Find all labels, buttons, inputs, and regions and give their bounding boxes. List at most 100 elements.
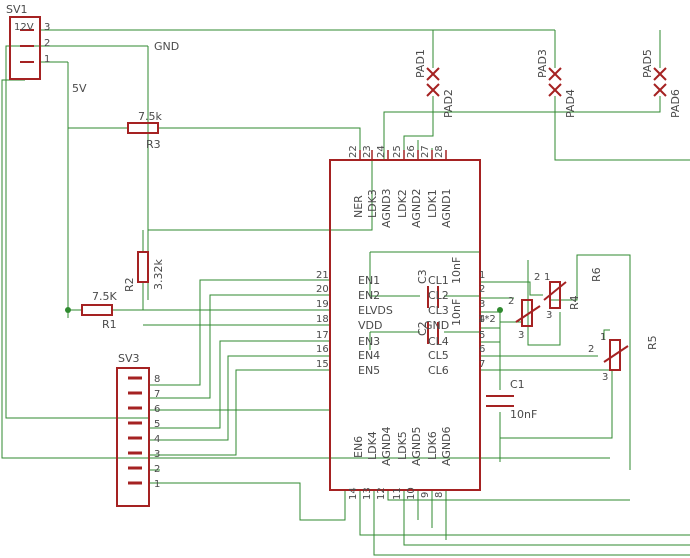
ic-name-gnd: GND <box>424 319 449 332</box>
pad6-label: PAD6 <box>669 89 682 118</box>
ic-name-en4: EN4 <box>358 349 380 362</box>
ic-pin-note: 1*2 <box>478 314 496 325</box>
c2-value: 10nF <box>450 299 463 326</box>
ic-pin-22: 22 <box>348 145 359 158</box>
ic-name-ldk5: LDK5 <box>396 431 409 460</box>
sv3-pin-4: 4 <box>154 434 160 445</box>
ic-pin-19: 19 <box>316 299 329 310</box>
trimpot-r6: 2 3 R6 <box>508 267 603 341</box>
ic-pin-16: 16 <box>316 344 329 355</box>
ic-name-cl1: CL1 <box>428 274 449 287</box>
ic-pin-12: 12 <box>376 487 387 500</box>
trimpot-r4: 1 2 3 R4 <box>534 272 581 321</box>
sv3-pin-7: 7 <box>154 389 160 400</box>
ic-name-vdd: VDD <box>358 319 382 332</box>
r6-pin-3: 3 <box>518 330 524 341</box>
5v-net-label: 5V <box>72 82 87 95</box>
r1-value: 7.5K <box>92 290 117 303</box>
r5-pin-1: 1 <box>600 332 606 343</box>
ic-pin-26: 26 <box>406 145 417 158</box>
ic-pin-1: 1 <box>479 270 485 281</box>
c1-value: 10nF <box>510 408 537 421</box>
r4-pin-2: 2 <box>534 272 540 283</box>
c3-name: C3 <box>416 269 429 284</box>
ic-top-pin-names: NER LDK3 AGND3 LDK2 AGND2 LDK1 AGND1 <box>352 188 453 228</box>
ic-pin-8: 8 <box>434 492 445 498</box>
capacitor-c3: C3 10nF <box>416 257 463 308</box>
r2-name: R2 <box>123 277 136 292</box>
ic-bottom-pin-names: EN6 LDK4 AGND4 LDK5 AGND5 LDK6 AGND6 <box>352 426 453 466</box>
capacitor-c2: C2 10nF <box>416 299 463 344</box>
ic-pin-7: 7 <box>479 359 485 370</box>
ic-pin-3: 3 <box>479 299 485 310</box>
ic-name-en3: EN3 <box>358 335 380 348</box>
r5-pin-2: 2 <box>588 344 594 355</box>
ic-name-en6: EN6 <box>352 436 365 458</box>
sv1-pin-3: 3 <box>44 22 50 33</box>
sv3-pin-6: 6 <box>154 404 160 415</box>
ic-name-agnd2: AGND2 <box>410 188 423 228</box>
ic-top-pin-numbers: 22 23 24 25 26 27 28 <box>348 145 445 158</box>
c2-name: C2 <box>416 321 429 336</box>
sv1-name: SV1 <box>6 3 28 16</box>
ic-name-ldk4: LDK4 <box>366 431 379 460</box>
sv3-connector: SV3 8 7 6 5 4 3 2 1 <box>116 352 160 507</box>
ic-pin-4: 4 <box>479 314 485 325</box>
ic-chip <box>329 150 481 491</box>
c3-value: 10nF <box>450 257 463 284</box>
sv1-connector: SV1 12V 3 2 1 <box>6 3 50 80</box>
ic-bottom-pin-numbers: 14 13 12 11 10 9 8 <box>348 487 445 500</box>
r2-value: 3.32k <box>152 259 165 290</box>
ic-right-pins: 1 2 3 4 5 6 7 CL1 CL2 CL3 GND CL4 CL5 CL… <box>424 270 496 377</box>
ic-name-ldk2: LDK2 <box>396 189 409 218</box>
ic-name-cl4: CL4 <box>428 335 449 348</box>
ic-name-agnd1: AGND1 <box>440 188 453 228</box>
resistor-r2: R2 3.32k <box>123 251 165 292</box>
ic-pin-28: 28 <box>434 145 445 158</box>
ic-pin-18: 18 <box>316 314 329 325</box>
ic-name-agnd4: AGND4 <box>380 426 393 466</box>
r5-name: R5 <box>646 335 659 350</box>
ic-pin-2: 2 <box>479 284 485 295</box>
ic-pin-10: 10 <box>406 487 417 500</box>
pad1-label: PAD1 <box>414 49 427 78</box>
sv1-pin-label: 12V <box>14 22 34 33</box>
ic-pin-9: 9 <box>420 492 431 498</box>
ic-name-cl6: CL6 <box>428 364 449 377</box>
ic-pin-6: 6 <box>479 344 485 355</box>
trimpot-r5: 1 2 3 R5 <box>588 332 659 383</box>
r4-name: R4 <box>568 295 581 310</box>
sv1-pin-2: 2 <box>44 38 50 49</box>
sv3-pin-3: 3 <box>154 449 160 460</box>
sv3-name: SV3 <box>118 352 140 365</box>
pad5-label: PAD5 <box>641 49 654 78</box>
r5-pin-3: 3 <box>602 372 608 383</box>
ic-name-en1: EN1 <box>358 274 380 287</box>
sv3-pin-8: 8 <box>154 374 160 385</box>
r3-name: R3 <box>146 138 161 151</box>
ic-pin-20: 20 <box>316 284 329 295</box>
capacitor-c1: C1 10nF <box>486 378 537 421</box>
pad3-label: PAD3 <box>536 49 549 78</box>
ic-name-en2: EN2 <box>358 289 380 302</box>
ic-pin-25: 25 <box>392 145 403 158</box>
sv3-pin-5: 5 <box>154 419 160 430</box>
ic-name-agnd6: AGND6 <box>440 426 453 466</box>
ic-pin-14: 14 <box>348 487 359 500</box>
r4-pin-3: 3 <box>546 310 552 321</box>
r4-pin-1: 1 <box>544 272 550 283</box>
ic-pin-13: 13 <box>362 487 373 500</box>
r3-value: 7.5k <box>138 110 162 123</box>
c1-name: C1 <box>510 378 525 391</box>
ic-name-en5: EN5 <box>358 364 380 377</box>
ic-pin-5: 5 <box>479 330 485 341</box>
ic-name-ldk6: LDK6 <box>426 431 439 460</box>
ic-pin-24: 24 <box>376 145 387 158</box>
junction-dot <box>497 307 503 313</box>
r6-name: R6 <box>590 267 603 282</box>
gnd-net-label: GND <box>154 40 179 53</box>
r6-pin-2: 2 <box>508 296 514 307</box>
ic-name-cl5: CL5 <box>428 349 449 362</box>
junction-dot <box>65 307 71 313</box>
